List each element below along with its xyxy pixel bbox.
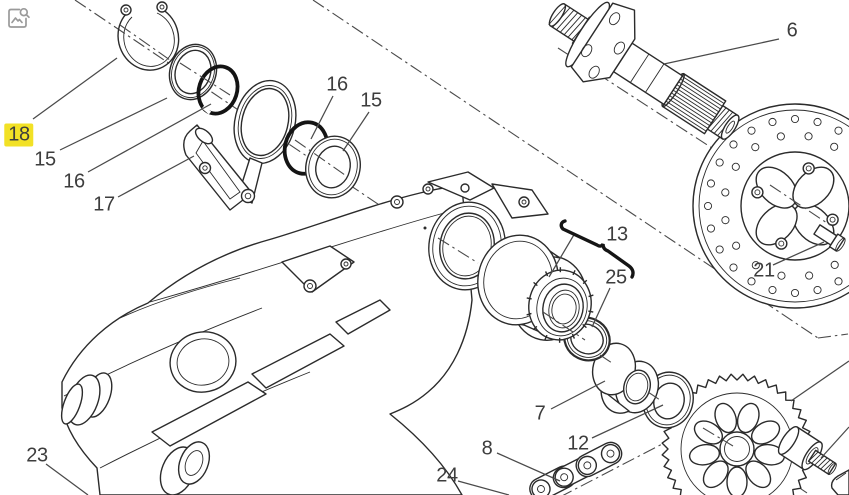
callout-16-b[interactable]: 16	[326, 73, 348, 96]
chain-sprocket	[661, 373, 813, 495]
chain-adjuster-plate	[183, 79, 297, 211]
callout-8[interactable]: 8	[481, 437, 493, 460]
disc-drill-holes	[703, 114, 843, 298]
snap-ring	[117, 1, 180, 71]
chain-links	[529, 441, 623, 495]
callout-16-a[interactable]: 16	[63, 170, 85, 193]
callout-17[interactable]: 17	[93, 193, 115, 216]
callout-7[interactable]: 7	[534, 402, 546, 425]
corner-part	[830, 469, 849, 495]
callout-15-a[interactable]: 15	[34, 148, 56, 171]
bearing	[591, 342, 660, 414]
callout-12[interactable]: 12	[567, 432, 589, 455]
group-bracket-13	[559, 219, 635, 279]
callout-21[interactable]: 21	[753, 259, 775, 282]
callout-24[interactable]: 24	[436, 464, 458, 487]
center-axis-overlays	[119, 24, 831, 447]
image-search-icon[interactable]	[7, 6, 31, 30]
callout-18[interactable]: 18	[4, 123, 34, 147]
callout-13[interactable]: 13	[606, 223, 628, 246]
callout-25[interactable]: 25	[605, 266, 627, 289]
callout-6[interactable]: 6	[786, 19, 798, 42]
swingarm	[60, 171, 549, 495]
roller-bolt	[777, 426, 837, 476]
washer-upper	[168, 43, 218, 101]
rear-wheel-axle	[548, 1, 740, 140]
washer-lower	[305, 135, 361, 199]
callout-23[interactable]: 23	[26, 444, 48, 467]
callout-15-b[interactable]: 15	[360, 89, 382, 112]
disc-bolt	[813, 224, 846, 252]
eccentric-hub	[477, 234, 594, 343]
leader-lines	[32, 38, 849, 495]
